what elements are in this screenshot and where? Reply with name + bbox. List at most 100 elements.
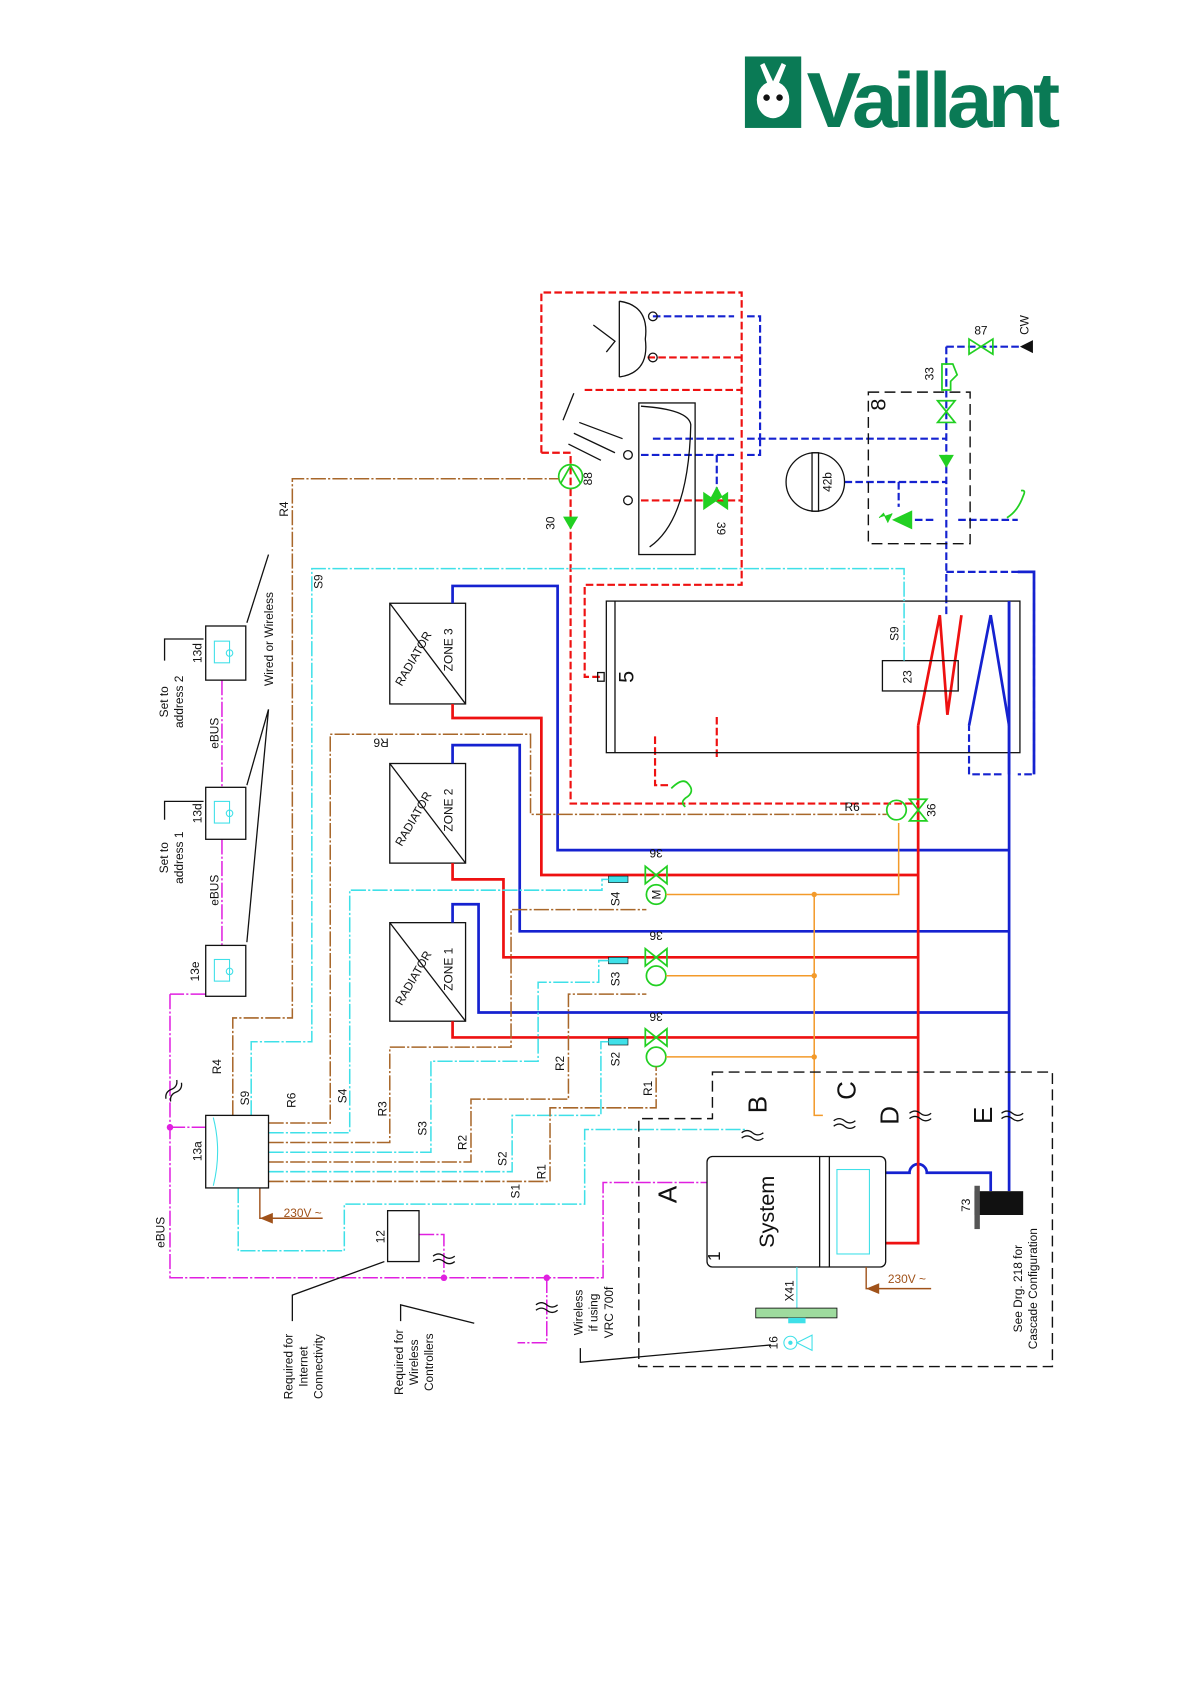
wire-label: R4 <box>277 501 291 517</box>
low-loss-header-73 <box>974 1185 1024 1230</box>
check-valve-icon <box>938 454 954 468</box>
diverter-valve-dhw <box>885 798 929 822</box>
radiator-zone-2: RADIATOR ZONE 2 <box>389 762 467 864</box>
label-13e: 13e <box>188 961 202 981</box>
boiler-package-boundary <box>638 1071 1054 1368</box>
basin-icon <box>592 300 658 378</box>
note: VRC 700f <box>602 1286 616 1338</box>
wire-label: R4 <box>210 1059 224 1075</box>
cylinder <box>605 600 1021 754</box>
label-1: 1 <box>704 1251 724 1261</box>
note: Wireless <box>572 1290 586 1336</box>
controller-13d-address-1[interactable] <box>205 786 247 840</box>
label-73: 73 <box>959 1198 973 1212</box>
zone-valve-2 <box>644 946 668 987</box>
connection-e: E <box>968 1107 998 1124</box>
note: Set to <box>157 686 171 717</box>
wireless-receiver-icon <box>783 1334 813 1352</box>
hare-icon <box>756 62 790 119</box>
label-230v: 230V ~ <box>888 1272 926 1286</box>
connection-a: A <box>653 1185 683 1203</box>
connection-c: C <box>831 1081 861 1100</box>
bath-icon <box>623 402 696 556</box>
primary-coil-icon <box>916 614 963 726</box>
motor-label: M <box>649 890 663 900</box>
internet-gateway-12[interactable] <box>386 1210 420 1263</box>
label-36: 36 <box>924 803 938 817</box>
sensor-s4: S4 <box>608 875 629 906</box>
note: address 2 <box>172 675 186 728</box>
svg-text:S2: S2 <box>608 1051 622 1066</box>
wire-label: R6 <box>844 800 860 814</box>
label-88: 88 <box>581 472 595 486</box>
label-87: 87 <box>974 324 988 338</box>
wire-label: S1 <box>509 1184 523 1199</box>
valve-icon <box>935 399 957 424</box>
note: Required for <box>281 1334 295 1400</box>
note: address 1 <box>172 831 186 884</box>
svg-text:ZONE 1: ZONE 1 <box>442 947 456 990</box>
label-36: 36 <box>649 928 663 942</box>
ebus-label: eBUS <box>208 718 222 749</box>
label-33: 33 <box>922 367 936 381</box>
label-5: 5 <box>613 671 638 683</box>
label-13a: 13a <box>190 1141 204 1161</box>
svg-text:ZONE 2: ZONE 2 <box>442 788 456 831</box>
label-36: 36 <box>649 1010 663 1024</box>
svg-text:ZONE 3: ZONE 3 <box>442 628 456 671</box>
wire-label: S4 <box>335 1088 349 1103</box>
wiring-centre-13a[interactable] <box>205 1114 270 1189</box>
svg-text:RADIATOR: RADIATOR <box>392 629 435 689</box>
label-23: 23 <box>901 670 915 684</box>
power-arrow-icon <box>259 1212 273 1224</box>
connection-d: D <box>875 1106 905 1125</box>
tundish-icon <box>1006 489 1026 519</box>
svg-text:S3: S3 <box>608 971 622 986</box>
label-36: 36 <box>649 846 663 860</box>
note: Cascade Configuration <box>1026 1228 1040 1349</box>
expansion-vessel-icon <box>785 452 846 512</box>
note: Wired or Wireless <box>262 592 276 686</box>
cold-inlet-arrow-icon <box>1019 340 1033 354</box>
note: Required for <box>392 1329 406 1395</box>
ebus-label: eBUS <box>154 1217 168 1248</box>
check-valve-icon <box>563 516 579 530</box>
connection-b: B <box>743 1096 773 1113</box>
vaillant-logo: Vaillant <box>744 56 1064 144</box>
sensor-s2: S2 <box>608 1038 629 1066</box>
note: Wireless <box>407 1339 421 1385</box>
wire-label: R3 <box>376 1101 390 1117</box>
note: Connectivity <box>312 1334 326 1399</box>
label-x41: X41 <box>783 1280 797 1302</box>
svg-text:Vaillant: Vaillant <box>807 56 1060 144</box>
svg-text:RADIATOR: RADIATOR <box>392 948 435 1008</box>
note: See Drg. 218 for <box>1011 1245 1025 1332</box>
controller-13d-address-2[interactable] <box>205 625 247 681</box>
system-boiler[interactable] <box>706 1155 887 1268</box>
controller-13e[interactable] <box>205 944 247 997</box>
label-16: 16 <box>766 1336 780 1350</box>
label-8: 8 <box>866 399 891 411</box>
wire-label: R1 <box>535 1164 549 1180</box>
wire-label: R1 <box>641 1080 655 1096</box>
svg-text:S4: S4 <box>608 891 622 906</box>
ebus-label: eBUS <box>208 875 222 906</box>
note: Controllers <box>422 1333 436 1391</box>
label-12: 12 <box>373 1230 387 1244</box>
label-230v: 230V ~ <box>284 1206 322 1220</box>
break-mark-icon <box>165 1079 1024 1314</box>
note: Set to <box>157 842 171 873</box>
note: if using <box>587 1294 601 1332</box>
wire-label: R6 <box>285 1092 299 1108</box>
pump-icon <box>557 463 584 490</box>
radiator-zone-1: RADIATOR ZONE 1 <box>389 922 467 1022</box>
inlet-group-box <box>867 391 971 545</box>
label-30: 30 <box>543 516 557 530</box>
boiler-label: System <box>754 1176 779 1248</box>
label-39: 39 <box>714 522 728 536</box>
x41-board <box>755 1307 838 1319</box>
wire-label: S9 <box>238 1090 252 1105</box>
prv-icon <box>941 363 959 391</box>
wire-label: S3 <box>416 1121 430 1136</box>
